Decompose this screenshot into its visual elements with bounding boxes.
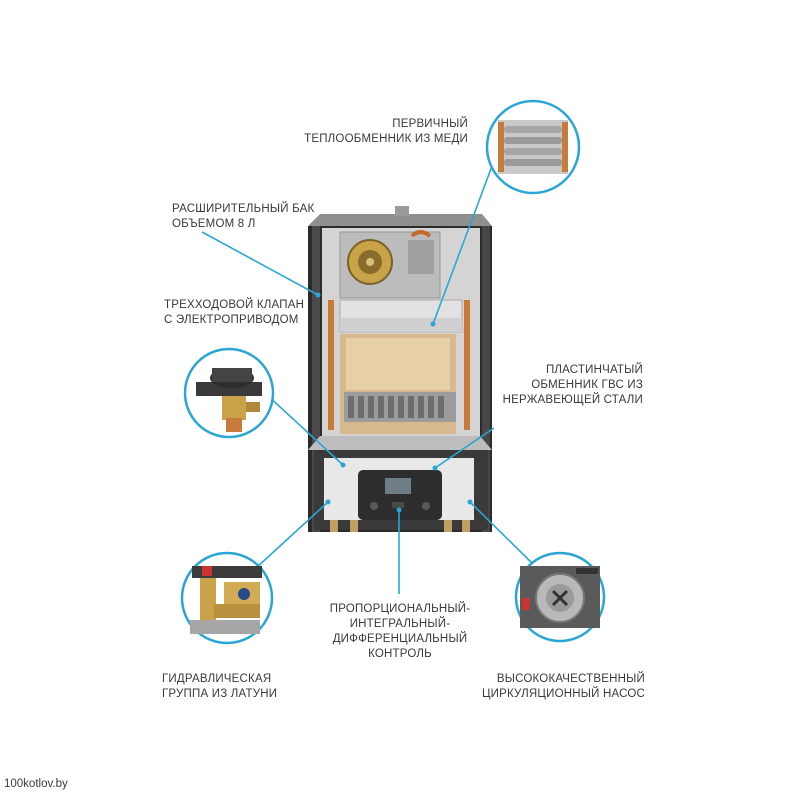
label-line: С ЭЛЕКТРОПРИВОДОМ (164, 314, 299, 326)
label-line: ТЕПЛООБМЕННИК ИЗ МЕДИ (304, 133, 468, 145)
callout-hydraulic-group (180, 551, 274, 645)
callout-circulation-pump (514, 551, 606, 643)
label-line: ОБЪЕМОМ 8 Л (172, 218, 256, 230)
callout-primary-heat-exchanger (485, 99, 581, 195)
label-plate-heat-exchanger: ПЛАСТИНЧАТЫЙ ОБМЕННИК ГВС ИЗ НЕРЖАВЕЮЩЕЙ… (503, 363, 643, 408)
label-line: ТРЕХХОДОВОЙ КЛАПАН (164, 299, 305, 311)
label-three-way-valve: ТРЕХХОДОВОЙ КЛАПАН С ЭЛЕКТРОПРИВОДОМ (164, 298, 304, 328)
label-line: ПЛАСТИНЧАТЫЙ (545, 364, 643, 376)
label-line: НЕРЖАВЕЮЩЕЙ СТАЛИ (502, 394, 643, 406)
label-line: ГРУППА ИЗ ЛАТУНИ (162, 688, 278, 700)
label-line: ЦИРКУЛЯЦИОННЫЙ НАСОС (481, 688, 645, 700)
label-line: ИНТЕГРАЛЬНЫЙ- (349, 618, 451, 630)
display-screen (385, 478, 411, 494)
label-line: ВЫСОКОКАЧЕСТВЕННЫЙ (496, 673, 645, 685)
label-circulation-pump: ВЫСОКОКАЧЕСТВЕННЫЙ ЦИРКУЛЯЦИОННЫЙ НАСОС (482, 672, 645, 702)
pump-icon (520, 566, 600, 628)
label-line: КОНТРОЛЬ (368, 648, 432, 660)
label-line: ПРОПОРЦИОНАЛЬНЫЙ- (329, 603, 471, 615)
label-line: ОБМЕННИК ГВС ИЗ (531, 379, 643, 391)
label-primary-heat-exchanger: ПЕРВИЧНЫЙ ТЕПЛООБМЕННИК ИЗ МЕДИ (304, 117, 468, 147)
label-hydraulic-group: ГИДРАВЛИЧЕСКАЯ ГРУППА ИЗ ЛАТУНИ (162, 672, 277, 702)
label-pid-control: ПРОПОРЦИОНАЛЬНЫЙ- ИНТЕГРАЛЬНЫЙ- ДИФФЕРЕН… (306, 602, 494, 662)
callout-three-way-valve (183, 347, 275, 439)
brass-group-icon (190, 566, 262, 634)
copper-coil-icon (498, 120, 568, 174)
boiler-body (308, 206, 492, 532)
label-line: ГИДРАВЛИЧЕСКАЯ (162, 673, 272, 685)
leader-dots (315, 292, 473, 513)
label-line: ПЕРВИЧНЫЙ (392, 118, 468, 130)
valve-actuator-icon (196, 368, 262, 432)
label-line: РАСШИРИТЕЛЬНЫЙ БАК (172, 203, 315, 215)
control-panel (358, 470, 442, 520)
watermark: 100kotlov.by (4, 778, 68, 790)
label-line: ДИФФЕРЕНЦИАЛЬНЫЙ (332, 633, 468, 645)
label-expansion-tank: РАСШИРИТЕЛЬНЫЙ БАК ОБЪЕМОМ 8 Л (172, 202, 314, 232)
